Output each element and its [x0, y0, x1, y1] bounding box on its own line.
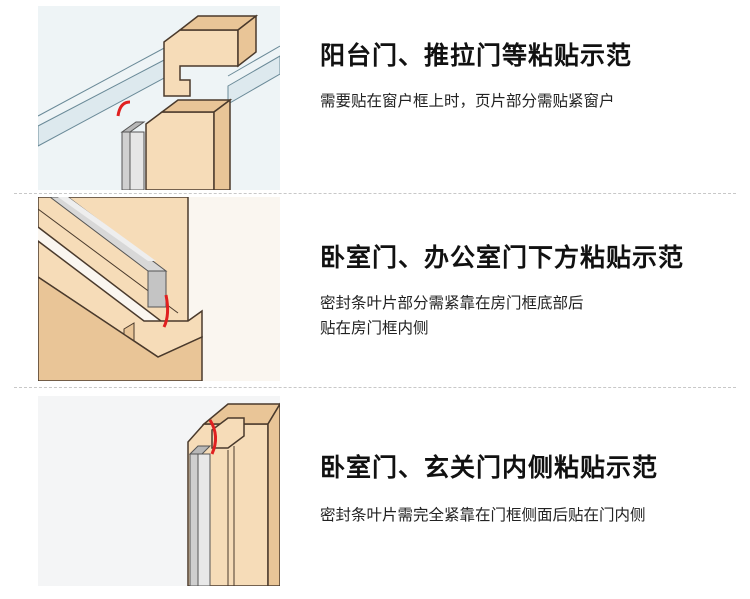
section-description-line: 贴在房门框内侧	[320, 319, 429, 337]
illustration-door-bottom	[38, 197, 280, 381]
section-title: 卧室门、办公室门下方粘贴示范	[320, 243, 685, 272]
door-frame-with-glass-and-seal-illustration	[38, 6, 280, 190]
section-bedroom-entry-door-side: 卧室门、玄关门内侧粘贴示范 密封条叶片需完全紧靠在门框侧面后贴在门内侧	[0, 388, 750, 599]
section-description-line: 密封条叶片需完全紧靠在门框侧面后贴在门内侧	[320, 506, 646, 524]
section-title: 阳台门、推拉门等粘贴示范	[320, 41, 633, 70]
section-divider	[14, 387, 736, 388]
section-title: 卧室门、玄关门内侧粘贴示范	[320, 453, 659, 482]
section-divider	[14, 193, 736, 194]
door-bottom-seal-illustration	[38, 197, 280, 381]
illustration-balcony-door	[38, 6, 280, 190]
door-side-seal-illustration	[38, 396, 280, 586]
section-balcony-door: 阳台门、推拉门等粘贴示范 需要贴在窗户框上时，页片部分需贴紧窗户	[0, 0, 750, 192]
section-bedroom-office-door-bottom: 卧室门、办公室门下方粘贴示范 密封条叶片部分需紧靠在房门框底部后 贴在房门框内侧	[0, 194, 750, 386]
illustration-door-side	[38, 396, 280, 586]
section-description-line: 密封条叶片部分需紧靠在房门框底部后	[320, 294, 584, 312]
section-description-line: 需要贴在窗户框上时，页片部分需贴紧窗户	[320, 92, 615, 110]
